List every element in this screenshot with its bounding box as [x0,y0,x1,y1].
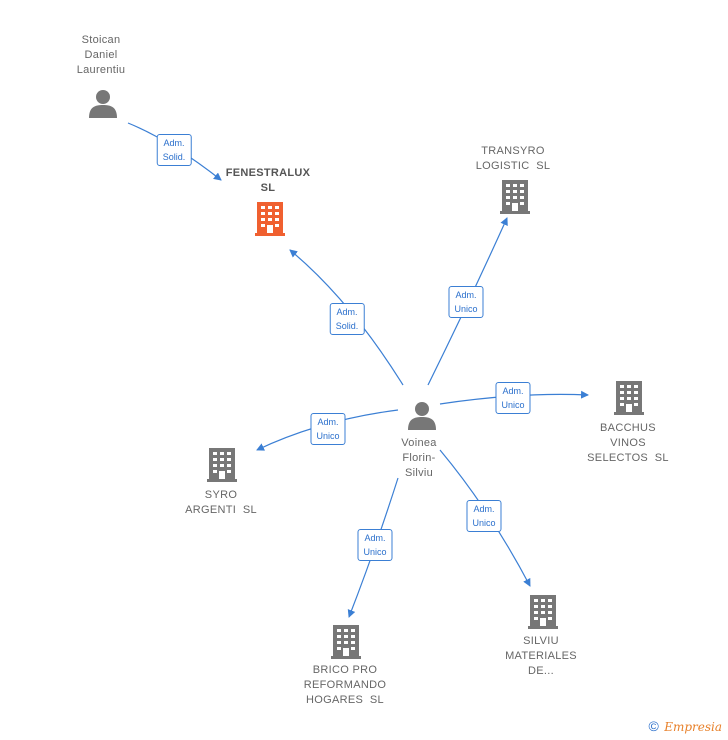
footer-brand: © Empresia [649,718,722,734]
node-label-syro[interactable]: SYRO ARGENTI SL [185,489,257,516]
edge-label-stoican-fenestralux: Adm. Solid. [156,134,192,166]
edge-label-voinea-silviu: Adm. Unico [466,500,502,532]
node-label-fenestralux[interactable]: FENESTRALUX SL [225,167,311,194]
node-label-transyro[interactable]: TRANSYRO LOGISTIC SL [475,145,551,172]
node-label-bacchus[interactable]: BACCHUS VINOS SELECTOS SL [587,422,669,464]
building-icon[interactable] [500,180,530,214]
node-label-voinea[interactable]: Voinea Florin- Silviu [401,437,437,479]
person-icon[interactable] [89,90,117,118]
node-label-stoican[interactable]: Stoican Daniel Laurentiu [76,34,126,76]
edge-label-voinea-brico: Adm. Unico [357,529,393,561]
edge-label-voinea-bacchus: Adm. Unico [495,382,531,414]
edge-label-voinea-syro: Adm. Unico [310,413,346,445]
edge-label-voinea-transyro: Adm. Unico [448,286,484,318]
edge-label-voinea-fenestralux: Adm. Solid. [329,303,365,335]
node-label-silviu[interactable]: SILVIU MATERIALES DE... [505,635,577,677]
building-icon[interactable] [528,595,558,629]
node-label-brico[interactable]: BRICO PRO REFORMANDO HOGARES SL [303,664,387,706]
building-icon[interactable] [207,448,237,482]
building-icon[interactable] [614,381,644,415]
building-icon[interactable] [331,625,361,659]
brand-logo[interactable]: Empresia [664,720,722,734]
person-icon[interactable] [408,402,436,430]
copyright-icon: © [648,718,659,734]
building-icon[interactable] [255,202,285,236]
